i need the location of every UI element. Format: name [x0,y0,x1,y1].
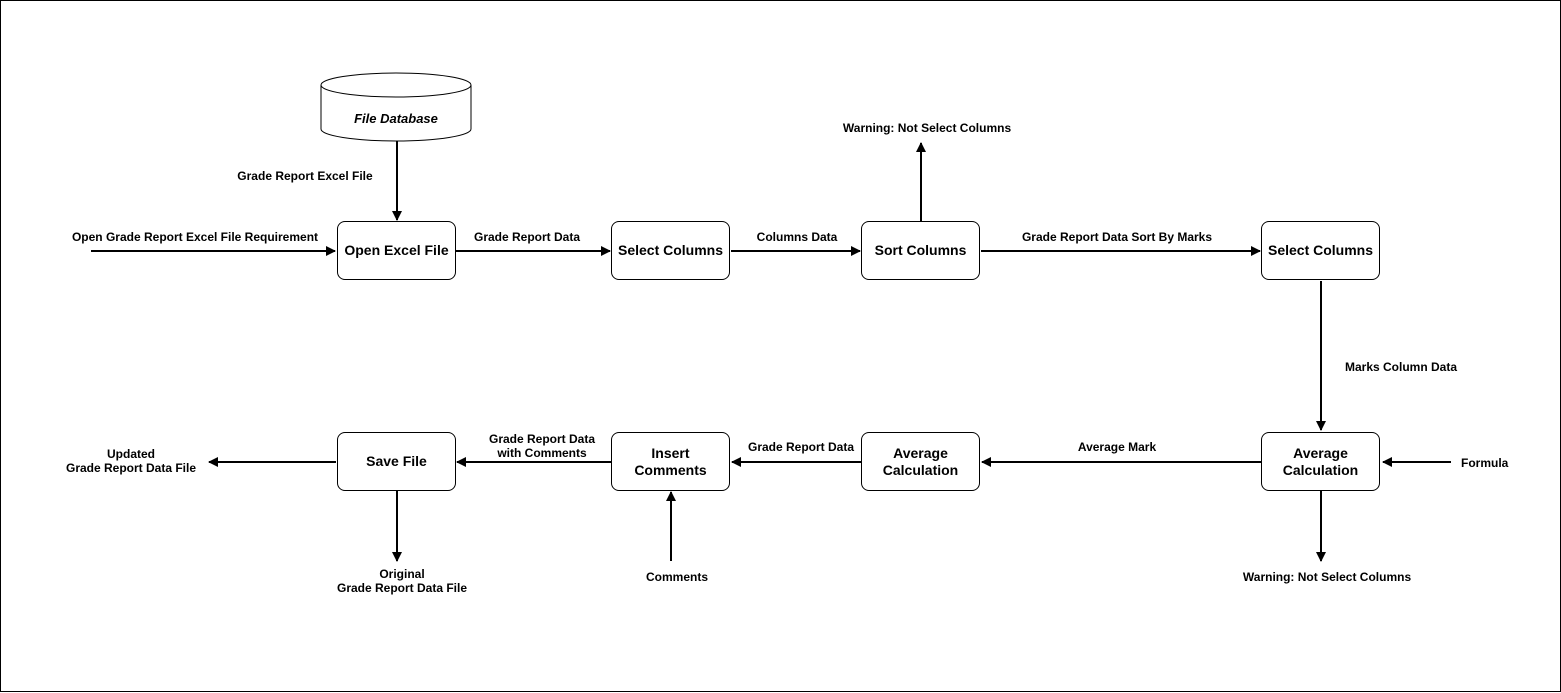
insert-comments-node[interactable]: Insert Comments [611,432,730,491]
label-grade-report-data-with-comments: Grade Report Data with Comments [488,432,596,460]
file-database-label: File Database [354,111,438,126]
label-marks-column-data: Marks Column Data [1344,360,1458,374]
label-grade-report-data-2: Grade Report Data [747,440,855,454]
label-grade-report-excel-file: Grade Report Excel File [237,169,373,183]
sort-columns-node[interactable]: Sort Columns [861,221,980,280]
label-sort-by-marks: Grade Report Data Sort By Marks [1021,230,1213,244]
file-database-cylinder[interactable] [320,72,472,142]
select-columns-node-2[interactable]: Select Columns [1261,221,1380,280]
label-comments: Comments [645,570,709,584]
select-columns-node-1[interactable]: Select Columns [611,221,730,280]
label-columns-data: Columns Data [756,230,838,244]
average-calculation-node-mid[interactable]: Average Calculation [861,432,980,491]
label-average-mark: Average Mark [1077,440,1157,454]
label-formula: Formula [1461,456,1509,470]
label-warning-bottom: Warning: Not Select Columns [1242,570,1412,584]
label-warning-top: Warning: Not Select Columns [842,121,1012,135]
average-calculation-node-right[interactable]: Average Calculation [1261,432,1380,491]
label-updated-file: Updated Grade Report Data File [65,447,197,475]
label-original-file: Original Grade Report Data File [336,567,468,595]
save-file-node[interactable]: Save File [337,432,456,491]
label-open-requirement: Open Grade Report Excel File Requirement [71,230,319,244]
open-excel-file-node[interactable]: Open Excel File [337,221,456,280]
label-grade-report-data-1: Grade Report Data [473,230,581,244]
